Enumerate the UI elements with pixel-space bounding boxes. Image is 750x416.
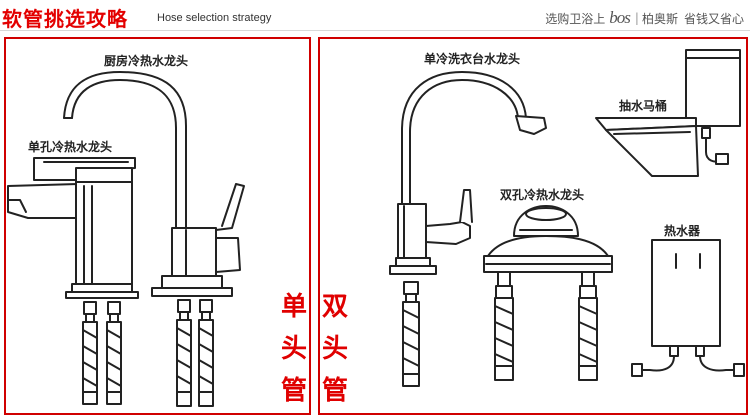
double-head-char-3: 管	[322, 376, 349, 406]
label-laundry-faucet: 单冷洗衣台水龙头	[424, 52, 521, 66]
label-toilet: 抽水马桶	[619, 99, 668, 113]
single-head-char-3: 管	[281, 376, 308, 406]
page-header: 软管挑选攻略 Hose selection strategy 选购卫浴上 bos…	[0, 0, 750, 34]
label-water-heater: 热水器	[664, 224, 701, 238]
single-head-hose-illustrations	[82, 299, 214, 407]
water-heater-illustration	[631, 239, 745, 377]
slogan-post: 省钱又省心	[683, 11, 744, 26]
label-kitchen-faucet: 厨房冷热水龙头	[104, 54, 189, 68]
brand-slogan: 选购卫浴上 bos | 柏奥斯 省钱又省心	[545, 8, 744, 27]
label-double-hole-faucet: 双孔冷热水龙头	[500, 188, 585, 202]
page-subtitle: Hose selection strategy	[157, 12, 272, 24]
page-title: 软管挑选攻略	[2, 7, 128, 31]
double-head-char-2: 头	[322, 334, 349, 364]
double-head-char-1: 双	[322, 292, 349, 322]
single-head-hose-panel	[4, 37, 311, 415]
single-head-char-1: 单	[281, 292, 308, 322]
single-head-char-2: 头	[281, 334, 308, 364]
double-hole-faucet-illustration	[483, 205, 613, 381]
slogan-pre: 选购卫浴上	[545, 11, 606, 26]
label-single-hole-faucet: 单孔冷热水龙头	[28, 140, 113, 154]
laundry-faucet-illustration	[389, 71, 547, 387]
brand-logo: bos	[609, 8, 631, 27]
kitchen-faucet-illustration	[63, 71, 245, 297]
header-divider	[0, 30, 750, 31]
brand-name: 柏奥斯	[641, 11, 678, 26]
single-hole-faucet-illustration	[7, 157, 139, 299]
toilet-illustration	[595, 49, 741, 177]
